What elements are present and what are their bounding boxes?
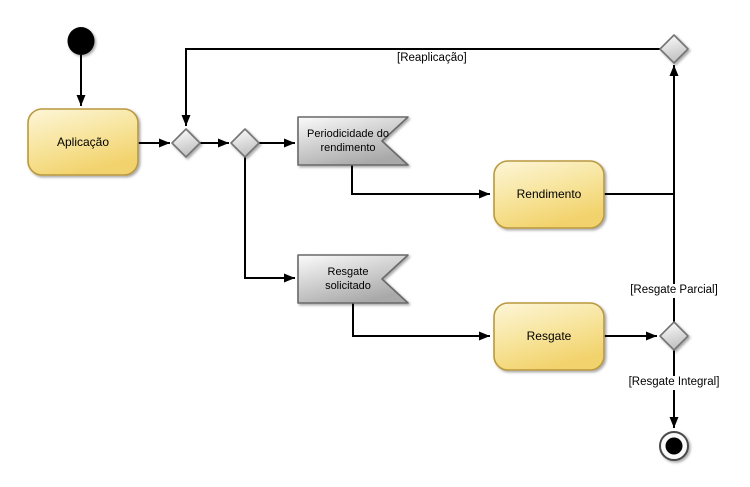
merge-node-1 (171, 128, 201, 158)
signal-node-periodicidade-rendimento (297, 116, 409, 166)
edge-reaplicacao-loop (181, 48, 660, 126)
decision-node-2 (230, 128, 260, 158)
decision-node-bottom-right (659, 321, 689, 351)
signal-node-resgate-solicitado (297, 254, 409, 304)
action-node-resgate (493, 302, 605, 371)
edge-decision-to-resgate-solicitado (244, 157, 295, 283)
action-node-rendimento (493, 160, 605, 229)
edge-periodicidade-to-rendimento (351, 165, 490, 199)
initial-node (67, 27, 95, 55)
guard-label-reaplicacao: [Reaplicação] (397, 52, 467, 64)
guard-label-resgate-parcial: [Resgate Parcial] (624, 284, 724, 298)
action-node-aplicacao (27, 108, 139, 176)
guard-label-resgate-integral: [Resgate Integral] (621, 376, 727, 390)
edge-resgate-solicitado-to-resgate (352, 303, 490, 341)
final-node-inner (665, 437, 683, 455)
decision-node-top-right (659, 34, 689, 64)
